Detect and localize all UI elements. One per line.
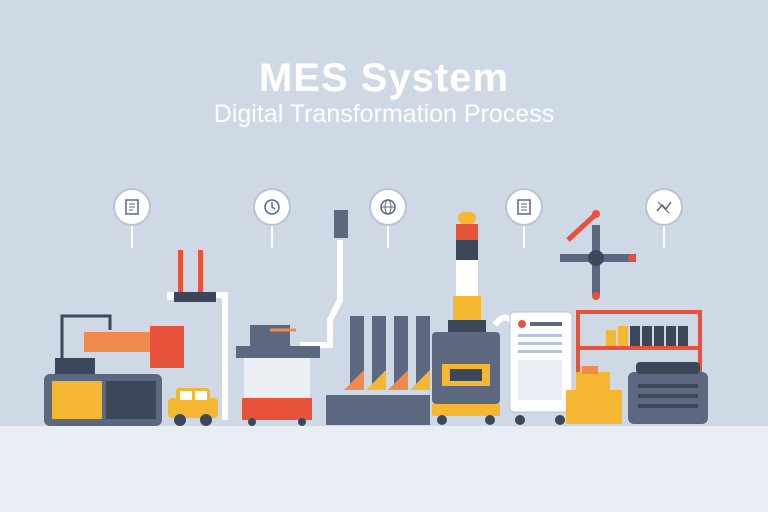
page-title: MES System bbox=[258, 56, 510, 100]
storage-rack bbox=[576, 310, 702, 420]
step-connector bbox=[387, 226, 389, 248]
dashboard-panel bbox=[509, 311, 573, 425]
process-step-4 bbox=[469, 188, 579, 251]
clock-icon bbox=[253, 188, 291, 226]
drone-rotor bbox=[560, 210, 636, 300]
document-icon bbox=[113, 188, 151, 226]
page-subtitle: Digital Transformation Process bbox=[213, 100, 555, 128]
tank-machine bbox=[628, 362, 708, 424]
robotic-arm bbox=[84, 250, 216, 368]
step-connector bbox=[271, 226, 273, 248]
step-connector bbox=[523, 226, 525, 248]
checklist-icon bbox=[505, 188, 543, 226]
process-step-1 bbox=[77, 188, 187, 251]
analytics-icon bbox=[645, 188, 683, 226]
process-step-5 bbox=[609, 188, 719, 251]
step-connector bbox=[131, 226, 133, 248]
globe-icon bbox=[369, 188, 407, 226]
step-connector bbox=[663, 226, 665, 248]
delivery-cart bbox=[168, 388, 218, 426]
reactor-tower bbox=[432, 212, 500, 425]
press-station bbox=[236, 325, 320, 426]
furnace-columns bbox=[326, 210, 430, 425]
factory-floor bbox=[0, 426, 768, 512]
process-step-3 bbox=[333, 188, 443, 251]
forklift bbox=[566, 366, 622, 424]
control-console bbox=[44, 314, 162, 426]
process-step-2 bbox=[217, 188, 327, 251]
